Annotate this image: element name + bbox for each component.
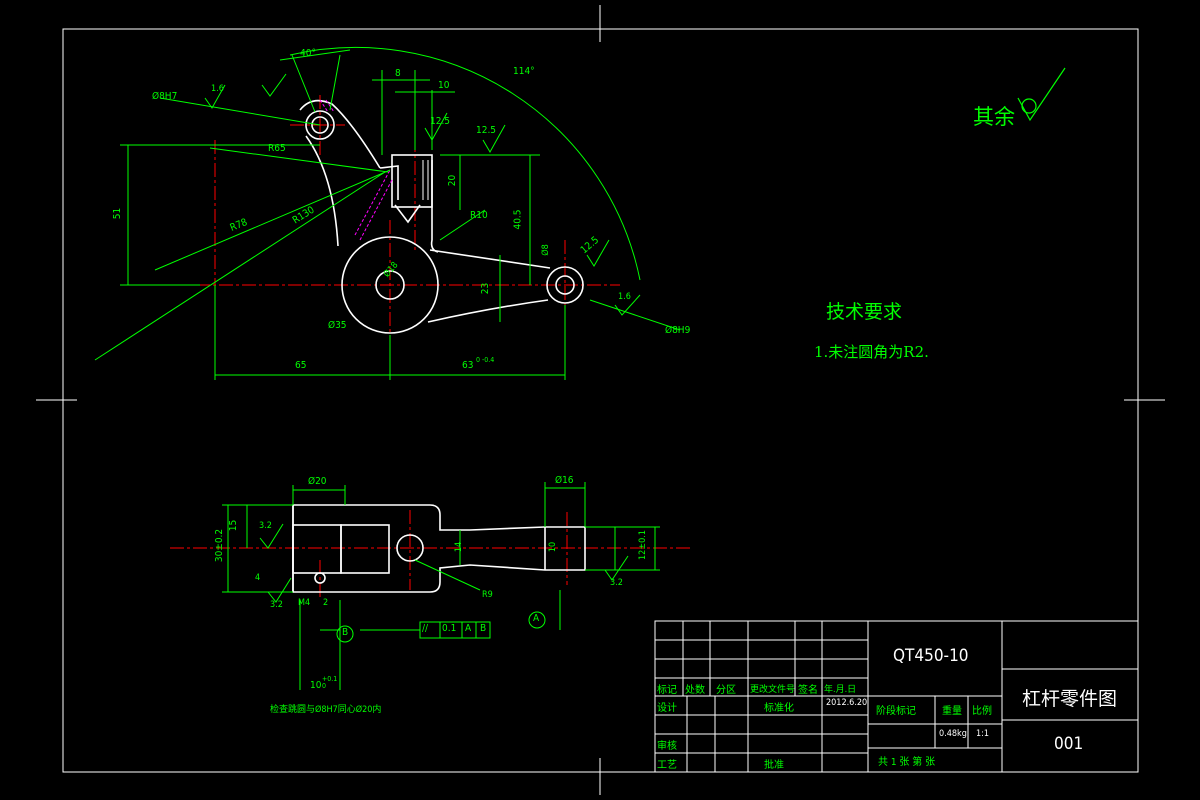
scale-value: 1:1 <box>976 729 990 739</box>
dim-2: 2 <box>323 598 329 608</box>
parallelism-value: 0.1 <box>442 623 457 634</box>
datum-b-bubble: B <box>342 627 349 638</box>
tech-req-item-1: 1.未注圆角为R2. <box>814 343 929 361</box>
tb-mark: 标记 <box>657 685 677 696</box>
ra-12-5-b: 12.5 <box>476 125 497 136</box>
tb-doc: 更改文件号 <box>750 685 796 695</box>
ra-3-2-c: 3.2 <box>610 578 623 588</box>
lever-outline <box>299 99 584 334</box>
ra-1-6-b: 1.6 <box>618 292 631 302</box>
dim-r9: R9 <box>482 590 493 600</box>
dim-phi20: Ø20 <box>308 476 327 487</box>
tb-zone: 分区 <box>716 685 736 696</box>
dim-10-slot: 10 <box>310 680 322 691</box>
general-roughness-label: 其余 <box>973 105 1015 129</box>
tb-approve: 批准 <box>764 760 784 771</box>
dim-23: 23 <box>480 282 492 295</box>
sheet-count: 共 1 张 第 张 <box>878 757 936 768</box>
dim-8: 8 <box>395 68 401 79</box>
weight-value: 0.48kg <box>939 729 967 739</box>
dim-10: 10 <box>438 80 450 91</box>
title-block-grid <box>654 620 1139 773</box>
tb-ymd: 年.月.日 <box>824 685 857 695</box>
tb-craft: 工艺 <box>657 760 677 771</box>
parallelism-symbol: // <box>422 623 429 634</box>
ra-3-2-b: 3.2 <box>270 600 283 610</box>
tb-count: 处数 <box>685 685 705 696</box>
material: QT450-10 <box>893 646 969 666</box>
ra-1-6-a: 1.6 <box>211 84 224 94</box>
centerlines-main <box>150 92 620 380</box>
dim-phi8-end: Ø8 <box>540 244 551 256</box>
dim-51: 51 <box>112 207 124 220</box>
dim-10-neck: 10 <box>548 541 559 553</box>
tb-stage: 阶段标记 <box>876 706 916 717</box>
parallelism-datum-b: B <box>480 623 487 634</box>
dim-63-tol: 0 -0.4 <box>476 356 495 364</box>
dim-m4: M4 <box>298 598 311 608</box>
tb-weight: 重量 <box>942 706 962 717</box>
tech-req-title: 技术要求 <box>826 301 903 323</box>
dim-phi16: Ø16 <box>555 475 574 486</box>
inspect-note: 检查跳圆与Ø8H7同心Ø20内 <box>270 705 382 715</box>
dim-phi8h9: Ø8H9 <box>665 325 691 336</box>
tb-scale: 比例 <box>972 706 992 717</box>
dim-20: 20 <box>447 174 459 187</box>
thread-hatch <box>422 160 429 200</box>
dim-14: 14 <box>454 541 465 553</box>
frame-border <box>62 28 1139 773</box>
dim-phi8h7: Ø8H7 <box>152 91 178 102</box>
dim-phi35: Ø35 <box>328 320 347 331</box>
hatch-section <box>319 99 393 241</box>
dim-4: 4 <box>255 573 261 583</box>
tb-std: 标准化 <box>764 703 794 714</box>
dim-10-tol: +0.1 0 <box>322 675 338 690</box>
ra-12-5-a: 12.5 <box>430 116 451 127</box>
parallelism-datum-a: A <box>465 623 472 634</box>
tb-review: 审核 <box>657 741 677 752</box>
dim-lines-section <box>222 482 660 690</box>
tb-design: 设计 <box>657 703 677 714</box>
tb-sign: 签名 <box>798 685 818 696</box>
datum-a-bubble: A <box>533 613 540 624</box>
dim-r65: R65 <box>268 143 286 154</box>
dim-65: 65 <box>295 360 307 371</box>
dim-12: 12±0.1 <box>637 530 648 560</box>
ra-3-2-a: 3.2 <box>259 521 272 531</box>
dim-r10: R10 <box>470 210 488 221</box>
centerlines-section <box>170 510 690 600</box>
part-name: 杠杆零件图 <box>1022 688 1118 710</box>
drawing-number: 001 <box>1054 734 1084 754</box>
dim-15: 15 <box>228 519 240 532</box>
dim-angle-114: 114° <box>513 66 535 77</box>
dim-40-5: 40.5 <box>512 209 524 230</box>
date: 2012.6.20 <box>826 698 868 708</box>
general-roughness-symbol <box>1017 67 1066 122</box>
dim-lines-main <box>94 46 681 380</box>
dim-30: 30±0.2 <box>214 528 226 563</box>
dim-63: 63 <box>462 360 474 371</box>
dim-angle-40: 40° <box>300 48 316 59</box>
